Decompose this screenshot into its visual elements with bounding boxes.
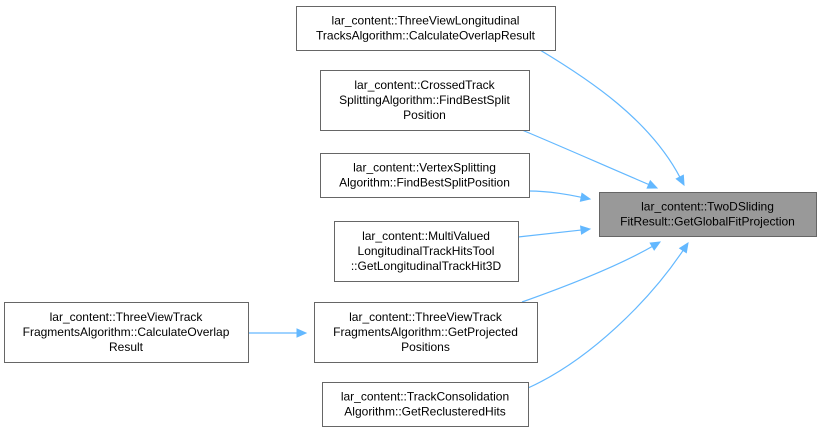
node-threeview-fragments-overlap[interactable]: lar_content::ThreeViewTrackFragmentsAlgo… (4, 302, 249, 363)
edge-threeview-longitudinal-to-target (539, 49, 685, 187)
arrowhead-icon (646, 179, 659, 189)
node-label-line: lar_content::ThreeViewTrack (50, 310, 204, 324)
focus-node-box[interactable] (599, 192, 817, 237)
node-box[interactable] (322, 382, 529, 427)
edge-threeview-fragments-projected-to-target (521, 241, 662, 303)
edge-line (521, 245, 654, 303)
edges-layer (247, 49, 689, 389)
node-label-line: lar_content::MultiValued (362, 229, 490, 243)
node-label-line: Algorithm::FindBestSplitPosition (339, 176, 510, 190)
edge-line (517, 229, 583, 238)
edge-crossedtrack-to-target (521, 129, 659, 189)
edge-multivalued-to-target (517, 225, 592, 238)
arrowhead-icon (678, 241, 689, 254)
node-label-line: lar_content::VertexSplitting (353, 161, 496, 175)
node-threeview-fragments-projected[interactable]: lar_content::ThreeViewTrackFragmentsAlgo… (314, 302, 538, 363)
edge-vertexsplitting-to-target (528, 190, 592, 202)
node-label-line: LongitudinalTrackHitsTool (358, 244, 495, 258)
node-label-line: lar_content::CrossedTrack (354, 78, 495, 92)
node-label-line: lar_content::ThreeViewLongitudinal (332, 14, 520, 28)
node-target[interactable]: lar_content::TwoDSlidingFitResult::GetGl… (599, 192, 817, 237)
node-label-line: Algorithm::GetReclusteredHits (344, 405, 505, 419)
node-box[interactable] (4, 302, 249, 363)
node-label-line: ::GetLongitudinalTrackHit3D (351, 259, 502, 273)
edge-line (539, 49, 681, 179)
node-label-line: FragmentsAlgorithm::GetProjected (333, 325, 518, 339)
node-label-line: FitResult::GetGlobalFitProjection (620, 215, 795, 229)
arrowhead-icon (649, 241, 662, 251)
arrowhead-icon (675, 174, 685, 187)
node-box[interactable] (314, 302, 538, 363)
edge-line (528, 190, 583, 199)
node-label-line: Result (109, 340, 144, 354)
edge-trackconsolidation-to-target (527, 241, 689, 389)
node-box[interactable] (320, 153, 530, 198)
edge-threeview-fragments-overlap-to-threeview-fragments-projected (247, 328, 308, 338)
node-box[interactable] (334, 221, 519, 282)
node-label-line: lar_content::ThreeViewTrack (349, 310, 503, 324)
node-label-line: Position (403, 108, 446, 122)
node-box[interactable] (320, 70, 530, 131)
node-vertexsplitting[interactable]: lar_content::VertexSplittingAlgorithm::F… (320, 153, 530, 198)
node-label-line: FragmentsAlgorithm::CalculateOverlap (23, 325, 230, 339)
edge-line (527, 249, 685, 389)
node-label-line: Positions (401, 340, 450, 354)
node-label-line: TracksAlgorithm::CalculateOverlapResult (316, 29, 536, 43)
node-trackconsolidation[interactable]: lar_content::TrackConsolidationAlgorithm… (322, 382, 529, 427)
node-threeview-longitudinal[interactable]: lar_content::ThreeViewLongitudinalTracks… (296, 6, 556, 51)
arrowhead-icon (579, 225, 592, 235)
edge-line (521, 129, 650, 186)
node-multivalued[interactable]: lar_content::MultiValuedLongitudinalTrac… (334, 221, 519, 282)
node-crossedtrack[interactable]: lar_content::CrossedTrackSplittingAlgori… (320, 70, 530, 131)
node-label-line: lar_content::TwoDSliding (641, 200, 774, 214)
arrowhead-icon (579, 192, 592, 202)
nodes-layer: lar_content::TwoDSlidingFitResult::GetGl… (4, 6, 817, 427)
node-box[interactable] (296, 6, 556, 51)
node-label-line: SplittingAlgorithm::FindBestSplit (339, 93, 510, 107)
node-label-line: lar_content::TrackConsolidation (341, 390, 509, 404)
arrowhead-icon (296, 328, 308, 338)
